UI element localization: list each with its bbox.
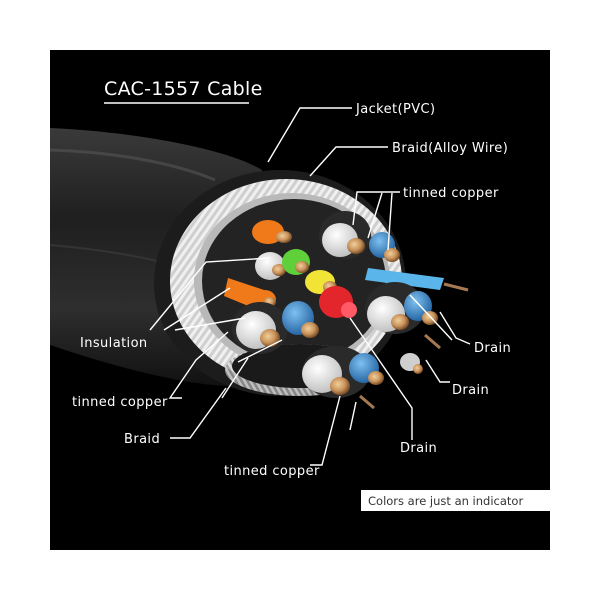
label-braid: Braid <box>124 432 160 447</box>
note-text: Colors are just an indicator <box>368 494 523 508</box>
label-tinned-copper-top: tinned copper <box>403 186 499 201</box>
label-insulation: Insulation <box>80 336 148 351</box>
orange-conductor-top <box>252 220 292 244</box>
label-drain-3: Drain <box>400 441 437 456</box>
note-box <box>361 490 550 511</box>
shielded-pair-bottom <box>302 346 384 410</box>
red-conductor <box>319 286 357 318</box>
diagram-title: CAC-1557 Cable <box>104 78 263 100</box>
label-drain-1: Drain <box>474 341 511 356</box>
label-jacket: Jacket(PVC) <box>355 102 435 117</box>
green-conductor <box>282 249 310 275</box>
label-tinned-copper-left: tinned copper <box>72 395 168 410</box>
label-drain-2: Drain <box>452 383 489 398</box>
label-tinned-copper-bottom: tinned copper <box>224 464 320 479</box>
shielded-pair-top-right <box>319 211 469 292</box>
drain-wire-small <box>400 353 423 374</box>
leader-lines <box>149 107 471 466</box>
shielded-pair-middle-left <box>232 301 319 354</box>
label-braid-alloy: Braid(Alloy Wire) <box>392 141 508 156</box>
